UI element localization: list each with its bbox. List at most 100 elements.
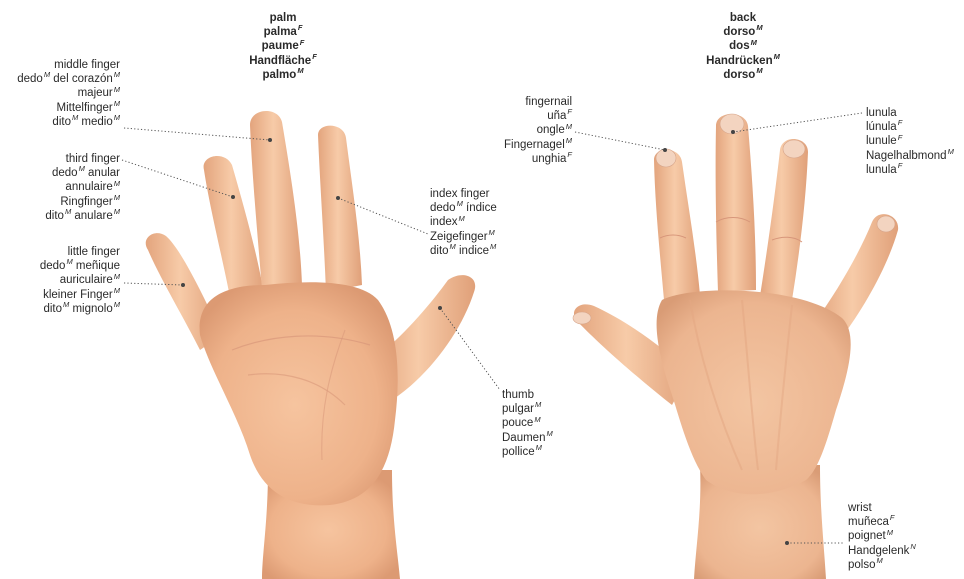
- label-line: RingfingerM: [4, 195, 120, 209]
- label-line: dorsoM: [698, 25, 788, 39]
- label-line: palm: [238, 11, 328, 25]
- term: palma: [264, 26, 297, 38]
- term: dito: [430, 245, 449, 257]
- label-line: annulaireM: [4, 180, 120, 194]
- label-line: indexM: [430, 215, 540, 229]
- term: palmo: [262, 69, 296, 81]
- term: Handrücken: [706, 55, 772, 67]
- label-line: uñaF: [480, 109, 572, 123]
- gender-marker: F: [898, 118, 903, 127]
- gender-marker: M: [948, 147, 954, 156]
- term: dedo: [17, 73, 43, 85]
- gender-marker: M: [535, 400, 541, 409]
- leader-lunula: [733, 113, 862, 132]
- label-line: ditoM anulareM: [4, 209, 120, 223]
- label-index-finger: index fingerdedoM índiceindexMZeigefinge…: [430, 187, 540, 258]
- term: Handfläche: [249, 55, 311, 67]
- term: lúnula: [866, 121, 897, 133]
- label-line: muñecaF: [848, 515, 958, 529]
- label-line: thumb: [502, 388, 582, 402]
- gender-marker: M: [566, 122, 572, 131]
- label-line: ditoM mignoloM: [4, 302, 120, 316]
- gender-marker: M: [534, 415, 540, 424]
- term: dedo: [430, 202, 456, 214]
- label-line: polsoM: [848, 558, 958, 572]
- term: Handgelenk: [848, 545, 909, 557]
- term: polso: [848, 559, 876, 571]
- gender-marker: M: [114, 207, 120, 216]
- term: pouce: [502, 417, 533, 429]
- term: Nagelhalbmond: [866, 150, 947, 162]
- term: unghia: [532, 153, 567, 165]
- label-line: dedoM anular: [4, 166, 120, 180]
- term: lunule: [866, 135, 897, 147]
- term: medio: [78, 116, 113, 128]
- gender-marker: M: [114, 113, 120, 122]
- term: middle finger: [54, 59, 120, 71]
- gender-marker: F: [312, 52, 317, 61]
- term: dorso: [723, 69, 755, 81]
- term: Fingernagel: [504, 139, 565, 151]
- label-line: middle finger: [4, 58, 120, 72]
- label-line: MittelfingerM: [4, 101, 120, 115]
- gender-marker: F: [567, 150, 572, 159]
- label-third-finger: third fingerdedoM anularannulaireMRingfi…: [4, 152, 120, 223]
- label-line: wrist: [848, 501, 958, 515]
- label-line: dedoM índice: [430, 201, 540, 215]
- term: Zeigefinger: [430, 231, 488, 243]
- gender-marker: M: [751, 38, 757, 47]
- label-line: little finger: [4, 245, 120, 259]
- label-line: dedoM meñique: [4, 259, 120, 273]
- term: little finger: [68, 246, 120, 258]
- term: ongle: [537, 124, 565, 136]
- gender-marker: F: [300, 38, 305, 47]
- label-line: auriculaireM: [4, 273, 120, 287]
- gender-marker: M: [114, 70, 120, 79]
- term: uña: [547, 110, 566, 122]
- label-line: ditoM medioM: [4, 115, 120, 129]
- palm-hand: [146, 111, 475, 579]
- label-line: palmoM: [238, 68, 328, 82]
- leader-fingernail: [575, 132, 665, 150]
- label-line: unghiaF: [480, 152, 572, 166]
- label-middle-finger: middle fingerdedoM del corazónMmajeurMMi…: [4, 58, 120, 129]
- gender-marker: M: [114, 286, 120, 295]
- gender-marker: M: [887, 528, 893, 537]
- term: pulgar: [502, 403, 534, 415]
- gender-marker: F: [898, 161, 903, 170]
- term: lunula: [866, 107, 897, 119]
- label-line: polliceM: [502, 445, 582, 459]
- term: dorso: [723, 26, 755, 38]
- gender-marker: M: [756, 23, 762, 32]
- gender-marker: M: [114, 300, 120, 309]
- term: wrist: [848, 502, 872, 514]
- term: dos: [729, 40, 749, 52]
- term: kleiner Finger: [43, 289, 113, 301]
- term: thumb: [502, 389, 534, 401]
- gender-marker: M: [490, 242, 496, 251]
- term: majeur: [78, 87, 113, 99]
- label-line: lunula: [866, 106, 964, 120]
- term: Ringfinger: [60, 196, 112, 208]
- label-line: lunulaF: [866, 163, 964, 177]
- label-line: dorsoM: [698, 68, 788, 82]
- label-line: DaumenM: [502, 431, 582, 445]
- label-line: dedoM del corazónM: [4, 72, 120, 86]
- term: index: [430, 216, 458, 228]
- gender-marker: F: [298, 23, 303, 32]
- gender-marker: M: [756, 66, 762, 75]
- term: third finger: [66, 153, 120, 165]
- term: dedo: [52, 167, 78, 179]
- label-line: third finger: [4, 152, 120, 166]
- label-line: palmaF: [238, 25, 328, 39]
- label-line: index finger: [430, 187, 540, 201]
- gender-marker: M: [114, 193, 120, 202]
- term: poignet: [848, 530, 886, 542]
- term: dito: [45, 210, 64, 222]
- gender-marker: F: [898, 133, 903, 142]
